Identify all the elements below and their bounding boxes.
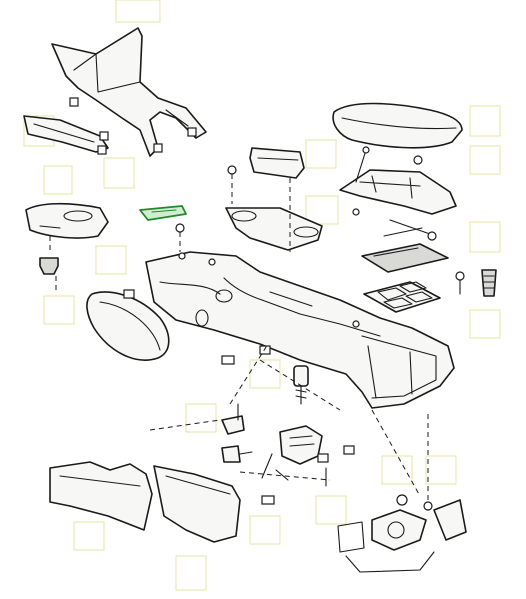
hotspot-box[interactable]	[315, 495, 347, 525]
clip-icon	[317, 453, 329, 463]
shifter-plate[interactable]	[25, 202, 109, 275]
hotspot-box[interactable]	[469, 221, 501, 253]
clip-icon	[427, 231, 437, 241]
console-clips	[221, 345, 271, 365]
upper-console-bezel[interactable]	[51, 27, 207, 157]
hotspot-box[interactable]	[305, 139, 337, 169]
hotspot-box[interactable]	[43, 165, 73, 195]
screw-icon	[178, 252, 186, 260]
bolt-icon	[455, 271, 465, 281]
armrest-hinge-base[interactable]	[339, 146, 457, 241]
hotspot-box[interactable]	[73, 521, 105, 551]
lower-side-panel-left[interactable]	[49, 461, 153, 531]
lower-side-panel-right[interactable]	[153, 465, 241, 543]
storage-tray-mat[interactable]	[361, 227, 449, 273]
left-trim-strip[interactable]	[23, 115, 109, 155]
hotspot-box[interactable]	[249, 515, 281, 545]
hotspot-box[interactable]	[425, 455, 457, 485]
clip-icon	[99, 131, 109, 141]
clip-icon	[187, 127, 197, 137]
hotspot-box[interactable]	[115, 0, 161, 23]
clip-icon	[259, 345, 271, 355]
hotspot-box[interactable]	[249, 359, 281, 389]
bolt-icon	[423, 501, 433, 511]
screw-icon	[362, 146, 370, 154]
bolt-icon	[396, 494, 408, 506]
shifter-knob[interactable]	[293, 365, 309, 405]
spring-icon	[481, 269, 497, 297]
hotspot-box[interactable]	[469, 145, 501, 175]
hotspot-box[interactable]	[185, 403, 217, 433]
screw-icon	[175, 223, 185, 233]
clip-icon	[153, 143, 163, 153]
cup-holder-insert[interactable]	[225, 147, 323, 252]
hotspot-box[interactable]	[103, 157, 135, 189]
clip-icon	[343, 445, 355, 455]
clip-icon	[221, 355, 235, 365]
screw-icon	[208, 258, 216, 266]
assembly-lines	[55, 276, 421, 497]
console-side-panel-left[interactable]	[86, 289, 170, 361]
hotspot-box[interactable]	[175, 555, 207, 591]
hotspot-box[interactable]	[43, 295, 75, 325]
right-fasteners	[455, 269, 497, 297]
clip-icon	[123, 289, 135, 299]
shifter-brackets[interactable]	[221, 403, 355, 505]
screw-icon	[352, 320, 360, 328]
clip-icon	[261, 495, 275, 505]
coin-tray[interactable]	[363, 281, 441, 313]
hotspot-box[interactable]	[469, 105, 501, 137]
hotspot-box[interactable]	[305, 195, 339, 225]
screw-icon	[227, 165, 237, 175]
main-console-body[interactable]	[145, 223, 455, 409]
hotspot-boxes	[23, 0, 501, 591]
shifter-mechanism[interactable]	[261, 425, 329, 487]
clip-icon	[69, 97, 79, 107]
hotspot-box[interactable]	[95, 245, 127, 275]
screw-icon	[352, 208, 360, 216]
green-trim-clip[interactable]	[139, 205, 187, 221]
hotspot-box[interactable]	[469, 309, 501, 339]
bolt-icon	[413, 155, 423, 165]
clip-icon	[97, 145, 107, 155]
lower-mechanism[interactable]	[337, 414, 467, 573]
shift-boot-icon	[39, 257, 59, 275]
armrest-lid[interactable]	[332, 102, 463, 149]
hotspot-box[interactable]	[381, 455, 413, 485]
